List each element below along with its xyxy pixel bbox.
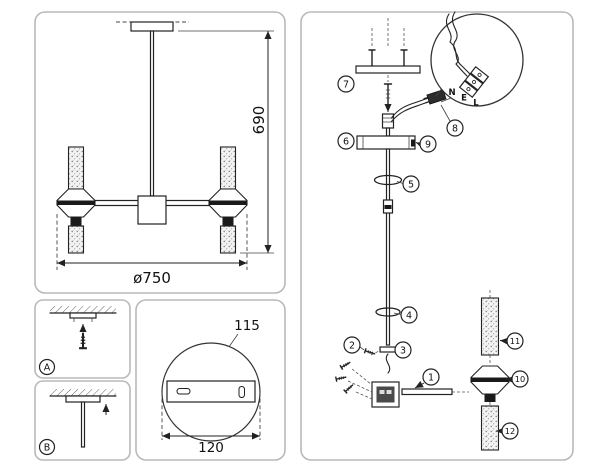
screw-leaders [347, 368, 373, 400]
callout-11: 11 [506, 332, 524, 350]
callout-number: 5 [408, 179, 414, 190]
panel-detail-b: B [34, 380, 131, 461]
callout-number: 4 [406, 310, 412, 321]
callout-12: 12 [501, 422, 519, 440]
wire-loop [445, 11, 458, 43]
terminal-label-l: L [473, 99, 479, 109]
glass-cylinder-lower [480, 405, 500, 451]
terminal-label-e: E [461, 94, 467, 104]
mounting-bar [166, 380, 256, 403]
arm-piece [401, 388, 453, 396]
wiring-detail-bubble: N E L [430, 11, 524, 109]
glass-cylinder-upper [480, 297, 500, 356]
dimension-diameter: ø750 [56, 214, 248, 287]
callout-3: 3 [394, 341, 412, 359]
height-dimension-label: 690 [250, 106, 268, 135]
decorative-ring-lower [375, 307, 401, 317]
lamp-socket [484, 394, 496, 402]
callout-8: 8 [446, 119, 464, 137]
panel-plate-view: 115 120 [135, 299, 286, 461]
hub-body [371, 381, 400, 408]
decorative-ring-upper [373, 174, 403, 186]
canopy-plate [65, 395, 101, 403]
callout-2-leader [359, 346, 365, 351]
dimension-height: 690 [178, 30, 274, 254]
callout-1: 1 [422, 368, 440, 386]
canopy [356, 135, 416, 150]
callout-10: 10 [511, 370, 529, 388]
callout-4: 4 [400, 306, 418, 324]
stem-rod [149, 30, 155, 197]
callout-5: 5 [402, 175, 420, 193]
callout-number: 8 [452, 123, 458, 134]
callout-2: 2 [343, 336, 361, 354]
step-letter: A [44, 362, 51, 373]
coupler-band [384, 205, 392, 209]
step-label-a: A [38, 358, 56, 376]
callout-number: 7 [343, 79, 349, 90]
main-rod [385, 148, 391, 346]
bubble-circle [430, 13, 524, 107]
ceiling-hatch [50, 306, 116, 313]
terminal-connector [423, 89, 447, 105]
mounting-plate [69, 312, 97, 319]
hub-wire [385, 353, 391, 374]
diameter-dimension-label: ø750 [133, 269, 171, 287]
mounting-screws [368, 49, 408, 67]
alignment-guides [371, 18, 405, 48]
callout-7: 7 [337, 75, 355, 93]
step-letter: B [44, 442, 51, 453]
callout-number: 12 [505, 426, 515, 436]
ceiling-canopy [130, 21, 174, 32]
mounting-slot-left [176, 388, 191, 395]
callout-number: 10 [515, 374, 525, 384]
mounting-slot-right [238, 386, 245, 398]
callout-number: 9 [425, 139, 431, 150]
hub-top-plate [379, 346, 397, 353]
callout-9: 9 [419, 135, 437, 153]
terminal-strip [458, 65, 490, 99]
canopy-set-screw [411, 139, 415, 147]
twisted-wire [449, 41, 471, 75]
panel-front-view: 690 ø750 [34, 11, 286, 294]
center-hub [137, 195, 167, 225]
terminal-label-n: N [448, 88, 455, 98]
callout-11-arrow [499, 337, 509, 345]
chandelier-drawing [56, 21, 248, 254]
hanging-rod [80, 401, 86, 448]
stem-upper [385, 127, 391, 137]
callout-number: 11 [510, 336, 520, 346]
step-label-b: B [38, 438, 56, 456]
panel-exploded-view: N E L [300, 11, 574, 461]
center-screw [383, 83, 393, 112]
callout-6: 6 [337, 132, 355, 150]
callout-number: 6 [343, 136, 349, 147]
callout-number: 3 [400, 345, 406, 356]
panel-border [300, 11, 574, 461]
arm-arrow [414, 380, 425, 389]
twisted-wire [453, 39, 468, 77]
mounting-strap [355, 65, 421, 74]
callout-number: 2 [349, 340, 355, 351]
slot-dimension-label: 115 [234, 318, 260, 334]
callout-8-leader [440, 104, 451, 122]
ceiling-hatch [50, 389, 116, 396]
callout-number: 1 [428, 372, 434, 383]
plate-dimension-label: 120 [198, 440, 224, 456]
panel-detail-a: A [34, 299, 131, 379]
